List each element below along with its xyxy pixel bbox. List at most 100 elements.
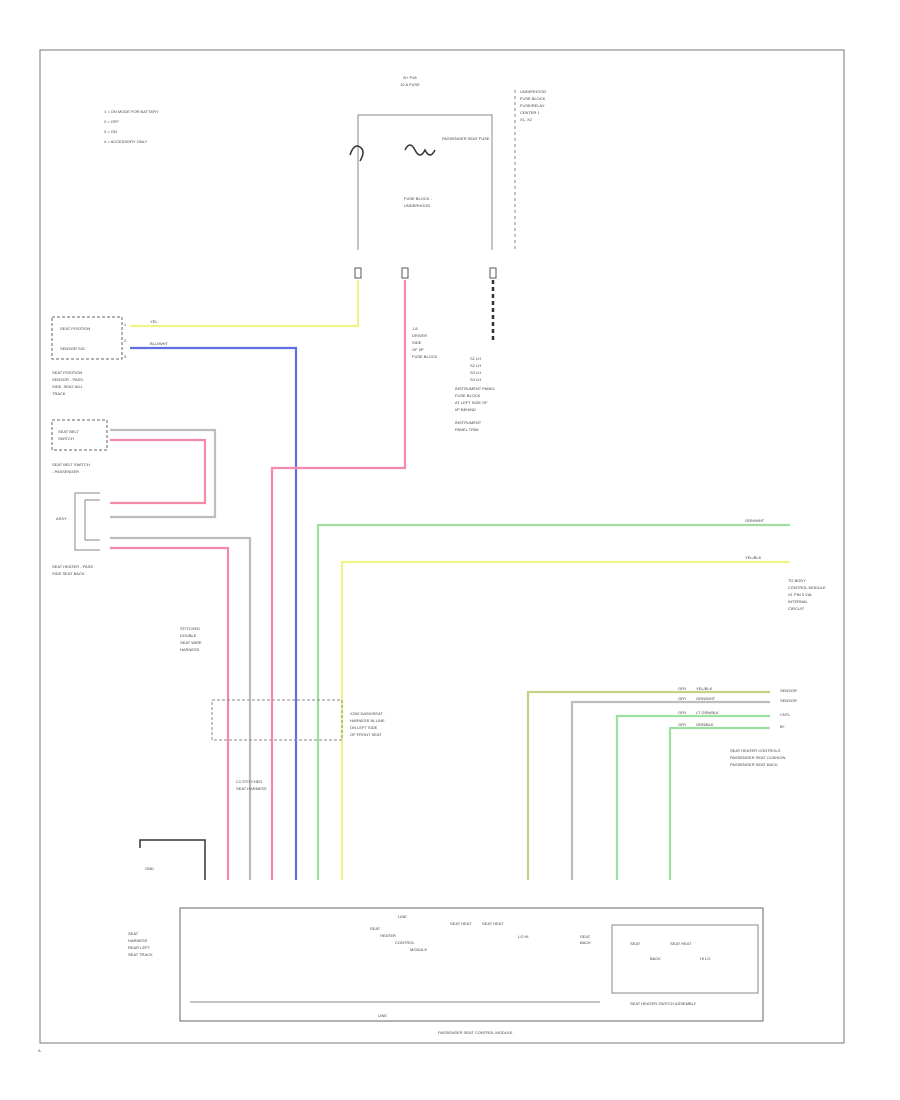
seat-wiring-label-4: B+ [780, 724, 786, 729]
green-wire-label: GRN/WHT [745, 518, 765, 523]
legend: 1 = ON MODE FOR BATTERY 2 = OFF 3 = ON 4… [104, 109, 159, 144]
page-number: A [38, 1048, 41, 1053]
seat-wiring-labels: GRY YEL/BLK SENSOR GRY GRN/WHT SENSOR GR… [678, 686, 797, 729]
splice-note-5: INSTRUMENT PANEL [455, 386, 496, 391]
sensor3-caption-2: SIDE SEAT BACK [52, 571, 85, 576]
ground-note-4: REAR LEFT [128, 945, 151, 950]
fuse-note-1: FUSE BLOCK - [404, 196, 432, 201]
seat-wiring-label-3: CNTL [780, 712, 791, 717]
yellow-wire-right [340, 560, 790, 880]
connector-note-left: STITCHED DOUBLE SEAT WIRE HARNESS [180, 626, 202, 652]
sensor3-label: ASSY [56, 516, 67, 521]
green-wire-3 [615, 714, 770, 880]
ground-note-1: GND [145, 866, 154, 871]
legend-line-3: 3 = ON [104, 129, 117, 134]
fuse-header-1: B+ P18 [403, 75, 417, 80]
right-top-note: UNDERHOOD FUSE BLOCK FUSE/RELAY CENTER 1… [520, 89, 546, 122]
sensor2-caption-1: SEAT BELT SWITCH [52, 462, 90, 467]
seat-wiring-label-2: SENSOR [780, 698, 797, 703]
module-inner-2: HEATER [380, 933, 396, 938]
red-wire-note-3: SIDE [412, 340, 422, 345]
splice-note-4: S4 LH [470, 377, 481, 382]
right-mid-note-5: CIRCUIT [788, 606, 805, 611]
blue-wire [130, 346, 298, 880]
pin-connector-2 [401, 267, 409, 279]
seat-wiring-label-1: SENSOR [780, 688, 797, 693]
red-wire-note-2: DRIVER [412, 333, 427, 338]
red-wire-main [270, 280, 407, 880]
seat-wiring-c1-1: GRY [678, 686, 687, 691]
module-inner-1: SEAT [370, 926, 381, 931]
red-wire-note-1: J-8 [412, 326, 418, 331]
connector-note: X200 DASH/SEAT HARNESS IN-LINE ON LEFT S… [350, 711, 385, 737]
connector-note-1: X200 DASH/SEAT [350, 711, 383, 716]
right-mid-note: TO BODY CONTROL MODULE X1 PIN 3 VIA INTE… [788, 578, 826, 611]
fuse-note-2: UNDERHOOD [404, 203, 430, 208]
green-wire-4 [668, 726, 770, 880]
connector-note-3: ON LEFT SIDE [350, 725, 378, 730]
diagram-frame [39, 49, 845, 1044]
pin-connector-1 [354, 267, 362, 279]
splice-note-7: AT LEFT SIDE OF [455, 400, 488, 405]
sensor3-bracket [74, 492, 100, 551]
seat-wiring-c1-4: GRY [678, 722, 687, 727]
splice-note-6: FUSE BLOCK [455, 393, 481, 398]
seat-wiring-c2-2: GRN/WHT [696, 696, 716, 701]
sensor1-caption-4: TRACK [52, 391, 66, 396]
fuse-pins [354, 267, 497, 279]
right-top-note-4: CENTER 1 [520, 110, 541, 115]
right-top-note-1: UNDERHOOD [520, 89, 546, 94]
sensor1-caption-3: SIDE, SEAT ADJ. [52, 384, 83, 389]
splice-note-1: S1 LH [470, 356, 481, 361]
rh-box-label-2: BACK [650, 956, 661, 961]
rh-box-label-3: SEAT HEAT [670, 941, 692, 946]
legend-line-4: 4 = ACCESSORY ONLY [104, 139, 148, 144]
sensor2-caption-2: - PASSENGER [52, 469, 79, 474]
module-inner-3: CONTROL [395, 940, 415, 945]
sensor2-box [51, 419, 108, 451]
sensor1-caption-1: SEAT POSITION [52, 370, 82, 375]
switch-label-1: SEAT HEAT [482, 921, 504, 926]
sensor3-bracket-inner [84, 499, 100, 541]
sensor1-label-1: SEAT POSITION [60, 326, 90, 331]
rh-box-title: SEAT HEATER SWITCH ASSEMBLY [630, 1001, 696, 1006]
green-wire [316, 523, 790, 880]
ground-note-3: HARNESS [128, 938, 148, 943]
module-title: PASSENGER SEAT CONTROL MODULE [438, 1030, 513, 1035]
inline-connector [211, 699, 343, 741]
red-wire-note-5: FUSE BLOCK [412, 354, 438, 359]
legend-line-2: 2 = OFF [104, 119, 119, 124]
red-wire-note: J-8 DRIVER SIDE OF I/P FUSE BLOCK [412, 326, 438, 359]
gray-wire-belt [110, 428, 217, 519]
splice-note: S1 LH S2 LH S3 LH S4 LH INSTRUMENT PANEL… [455, 356, 496, 432]
fuse-block-outline [357, 114, 493, 250]
gray-wire-2 [570, 700, 770, 880]
module-inner-box [611, 924, 759, 994]
seat-belt-switch: SEAT BELT SWITCH SEAT BELT SWITCH - PASS… [51, 419, 108, 474]
sensor1-caption-2: SENSOR - PASS. [52, 377, 84, 382]
fuse-symbol-center [404, 144, 436, 156]
right-top-note-2: FUSE BLOCK [520, 96, 546, 101]
right-mid-note-3: X1 PIN 3 VIA [788, 592, 812, 597]
right-lower-note: SEAT HEATER CONTROLS PASSENGER SEAT CUSH… [730, 748, 785, 767]
seat-heater-back: ASSY SEAT HEATER - PASS SIDE SEAT BACK [52, 492, 100, 576]
right-mid-note-4: INTERNAL [788, 599, 809, 604]
splice-note-9: INSTRUMENT [455, 420, 482, 425]
right-lower-note-1: SEAT HEATER CONTROLS [730, 748, 781, 753]
seat-wiring-c2-4: GRN/BLK [696, 722, 714, 727]
sensor1-pin-1: 1 [124, 322, 127, 327]
sensor1-label-2: SENSOR SIG [60, 346, 85, 351]
connector-note-4: OF FRONT SEAT [350, 732, 382, 737]
splice-note-8: I/P BEHIND [455, 407, 476, 412]
switch-label-3: SEAT [580, 934, 591, 939]
sensor1-box [51, 316, 123, 360]
gray-wire-heater [110, 536, 252, 880]
sensor1-pin-3: 3 [124, 354, 127, 359]
seat-wiring-c1-2: GRY [678, 696, 687, 701]
blue-wire-label: BLU/WHT [150, 341, 169, 346]
connector-note-left-1: STITCHED [180, 626, 200, 631]
module-inner-4: MODULE [410, 947, 427, 952]
yellow-wire-right-label: YEL/BLK [745, 555, 762, 560]
right-top-note-3: FUSE/RELAY [520, 103, 545, 108]
